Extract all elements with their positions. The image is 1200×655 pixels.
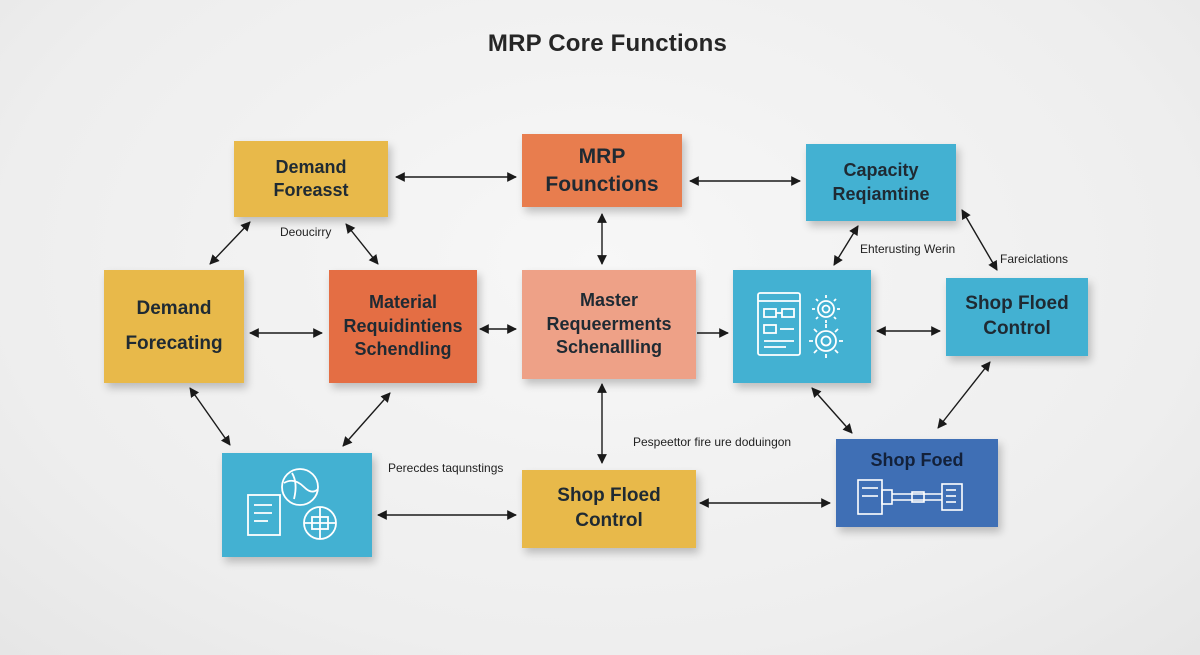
node-label-line2: Reqiamtine xyxy=(832,183,930,204)
node-shop-control-right: Shop Floed Control xyxy=(946,278,1088,356)
arrow-capacity-gear xyxy=(833,225,859,266)
node-material: Material Requidintiens Schendling xyxy=(329,270,477,383)
node-label-line2: Founctions xyxy=(545,172,659,196)
node-label-line1: Capacity xyxy=(843,160,919,181)
node-label-line1: Shop Floed xyxy=(965,293,1069,315)
connector-label-deoucirry: Deoucirry xyxy=(280,225,332,239)
node-label-line2: Requeerments xyxy=(546,313,672,334)
node-label-line1: Demand xyxy=(136,297,212,319)
diagram-title: MRP Core Functions xyxy=(487,30,728,57)
node-label-line1: Shop Floed xyxy=(557,485,661,507)
node-globe-document xyxy=(222,453,372,557)
node-label-line1: Master xyxy=(579,290,639,311)
arrow-forecast-material xyxy=(345,223,379,265)
arrow-forecast-forecasting xyxy=(209,221,251,265)
workflow-gears-icon xyxy=(757,291,843,358)
connector-label-pespeettor: Pespeettor fire ure doduingon xyxy=(633,435,792,449)
node-gear-workflow xyxy=(733,270,871,383)
node-label-line1: Demand xyxy=(275,156,347,177)
node-demand-forecast-top: Demand Foreasst xyxy=(234,141,388,217)
document-globe-icon xyxy=(247,468,337,540)
connector-label-ehterusting: Ehterusting Werin xyxy=(860,242,956,256)
node-capacity: Capacity Reqiamtine xyxy=(806,144,956,221)
arrow-material-globe xyxy=(342,392,391,447)
connector-label-fareiclations: Fareiclations xyxy=(1000,252,1069,266)
node-label-line2: Control xyxy=(575,510,643,531)
node-label-line2: Control xyxy=(983,318,1051,339)
node-label-line2: Requidintiens xyxy=(343,315,463,336)
arrow-shop-shopfoed xyxy=(937,361,991,429)
node-label-line3: Schendling xyxy=(354,339,452,360)
node-shop-foed: Shop Foed xyxy=(836,439,998,527)
node-master: Master Requeerments Schenallling xyxy=(522,270,696,379)
node-demand-forecasting: Demand Forecating xyxy=(104,270,244,383)
node-label-line2: Forecating xyxy=(125,332,223,354)
node-label-line2: Foreasst xyxy=(273,180,349,200)
arrow-gear-shopfoed xyxy=(811,387,853,434)
node-label-line3: Schenallling xyxy=(555,337,663,358)
node-label-line1: Shop Foed xyxy=(870,450,964,470)
machine-icon xyxy=(857,479,963,516)
node-mrp-functions: MRP Founctions xyxy=(522,134,682,207)
arrow-forecasting-globe xyxy=(189,387,231,446)
node-shop-control-bottom: Shop Floed Control xyxy=(522,470,696,548)
arrow-capacity-shop xyxy=(961,209,998,271)
connector-label-perecdes: Perecdes taqunstings xyxy=(388,461,504,475)
node-label-line1: MRP xyxy=(578,145,626,169)
node-label-line1: Material xyxy=(368,292,438,313)
